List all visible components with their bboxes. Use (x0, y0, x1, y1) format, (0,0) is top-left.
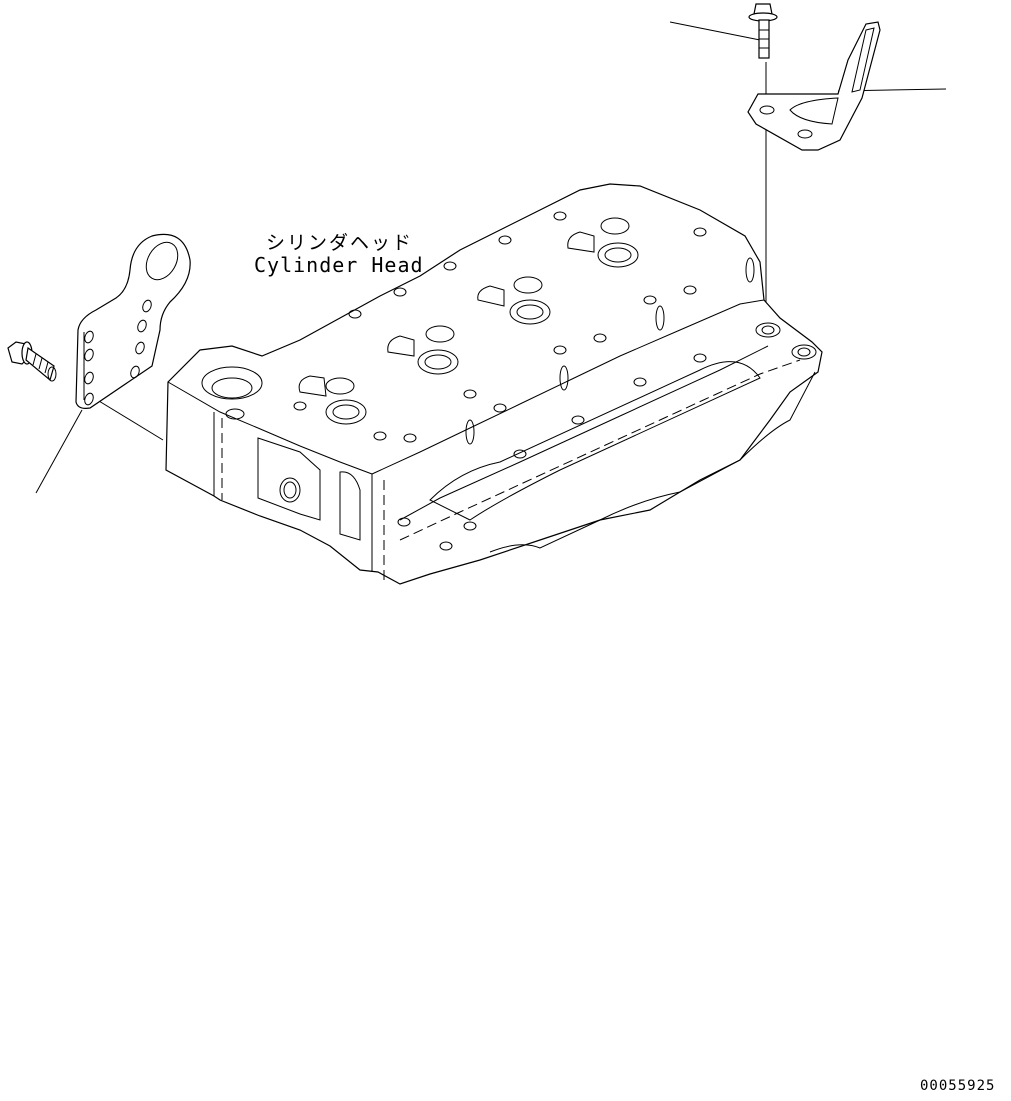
cylinder-head-label-english: Cylinder Head (254, 253, 424, 277)
cylinder-head (165, 183, 823, 585)
rear-lifting-bracket (747, 21, 881, 151)
cylinder-head-label-japanese: シリンダヘッド (266, 232, 414, 254)
rear-bracket-bolt (748, 3, 778, 59)
front-bracket-bolt (7, 341, 57, 382)
valve-bores (325, 217, 639, 425)
figure-number: 00055925 (920, 1078, 996, 1094)
head-bolt-holes (293, 211, 707, 443)
front-lifting-bracket (75, 233, 191, 409)
